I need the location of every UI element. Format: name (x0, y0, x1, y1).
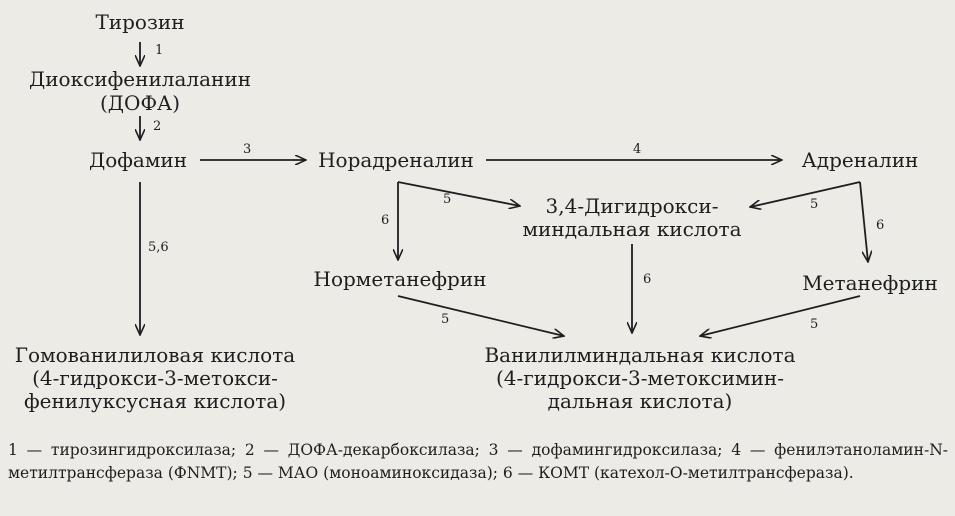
edge-label-3: 3 (243, 142, 252, 157)
node-tyrosine: Тирозин (95, 10, 185, 34)
node-hva-line3: фенилуксусная кислота) (23, 389, 287, 413)
node-dopa-line1: Диоксифенилаланин (28, 67, 252, 91)
node-hva-line1: Гомованилиловая кислота (14, 343, 296, 367)
arrow-noradrenaline-dhma (397, 181, 520, 206)
node-hva-line2: (4-гидрокси-3-метокси- (32, 366, 278, 390)
node-vma-line2: (4-гидрокси-3-метоксимин- (495, 366, 785, 390)
node-metanephrine: Метанефрин (802, 271, 938, 295)
arrow-normetanephrine-vma (397, 295, 564, 336)
node-vma-line1: Ванилилминдальная кислота (484, 343, 796, 367)
node-vma-line3: дальная кислота) (547, 389, 733, 413)
edge-label-6-adrenaline: 6 (876, 218, 885, 233)
edge-label-1: 1 (155, 43, 164, 58)
edge-label-5-6: 5,6 (148, 240, 169, 255)
edge-label-5-normet: 5 (441, 312, 450, 327)
edge-label-6-dhma: 6 (643, 272, 652, 287)
edge-label-6-noradrenaline: 6 (381, 213, 390, 228)
arrow-adrenaline-metanephrine (859, 181, 868, 262)
node-dhma-line1: 3,4-Дигидрокси- (545, 194, 719, 218)
enzyme-legend: 1 — тирозингидроксилаза; 2 — ДОФА-декарб… (8, 441, 948, 482)
node-noradrenaline: Норадреналин (318, 148, 474, 172)
edge-label-2: 2 (153, 119, 162, 134)
node-dopa-line2: (ДОФА) (99, 91, 181, 115)
node-dhma-line2: миндальная кислота (522, 217, 742, 241)
edge-label-5-met: 5 (810, 317, 819, 332)
edge-label-5-adrenaline: 5 (810, 197, 819, 212)
arrow-metanephrine-vma (700, 295, 861, 336)
node-dopamine: Дофамин (88, 148, 188, 172)
edge-label-5-noradrenaline: 5 (443, 192, 452, 207)
arrow-adrenaline-dhma (750, 181, 861, 207)
edge-label-4: 4 (633, 142, 642, 157)
node-adrenaline: Адреналин (801, 148, 919, 172)
node-normetanephrine: Норметанефрин (313, 267, 487, 291)
